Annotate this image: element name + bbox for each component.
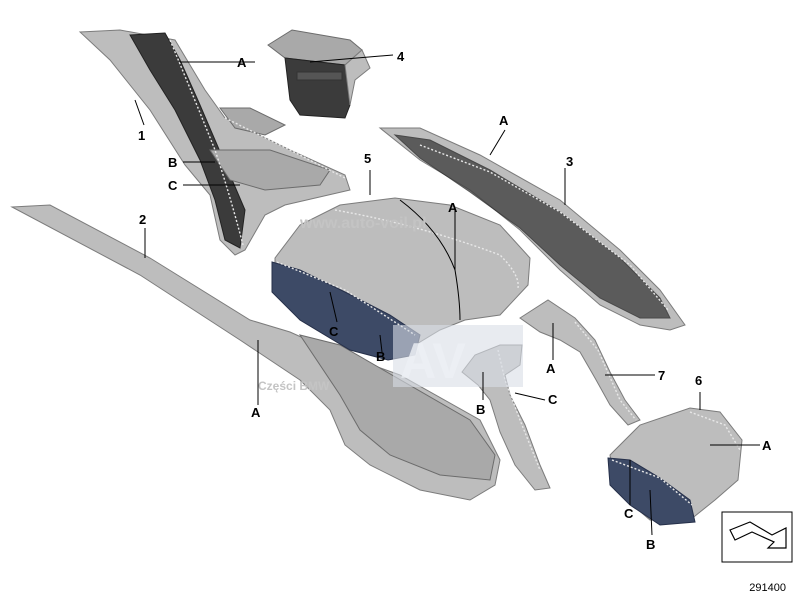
callout-part-3: 3 — [566, 154, 573, 169]
callout-letter-a-3: A — [499, 113, 509, 128]
callout-letter-a-1: A — [237, 55, 247, 70]
callout-part-7: 7 — [658, 368, 665, 383]
callout-letter-b-5: B — [376, 349, 385, 364]
part-5-armrest-lid — [271, 197, 531, 361]
callout-letter-b-6: B — [646, 537, 655, 552]
diagram-number: 291400 — [749, 582, 786, 594]
callout-part-2: 2 — [139, 212, 146, 227]
leader-lines — [134, 54, 760, 536]
part-4-storage-box — [267, 29, 371, 119]
callout-part-6: 6 — [695, 373, 702, 388]
callout-letter-c-1: C — [168, 178, 178, 193]
watermark-logo-letters: AV — [400, 333, 466, 389]
callout-letter-c-6: C — [624, 506, 634, 521]
callout-letter-a-7: A — [546, 361, 556, 376]
orientation-arrow-icon — [721, 511, 793, 563]
callout-letter-c-5: C — [329, 324, 339, 339]
part-3-armrest-panel — [378, 127, 686, 331]
callout-letter-b-7: B — [476, 402, 485, 417]
callouts: 1 2 3 4 5 6 7 A B C A A C B A A B C A C … — [138, 49, 772, 552]
watermark-brand: Części BMW — [258, 379, 330, 393]
callout-part-1: 1 — [138, 128, 145, 143]
callout-part-5: 5 — [364, 151, 371, 166]
callout-letter-c-7: C — [548, 392, 558, 407]
callout-letter-a-2: A — [251, 405, 261, 420]
callout-letter-a-6: A — [762, 438, 772, 453]
watermark: www.auto-voil.pl AV Części BMW — [258, 215, 523, 393]
callout-letter-a-5: A — [448, 200, 458, 215]
watermark-logo-box — [393, 325, 523, 387]
callout-part-4: 4 — [397, 49, 405, 64]
watermark-site: www.auto-voil.pl — [299, 215, 427, 232]
part-1-console-front — [78, 29, 351, 256]
callout-letter-b-1: B — [168, 155, 177, 170]
